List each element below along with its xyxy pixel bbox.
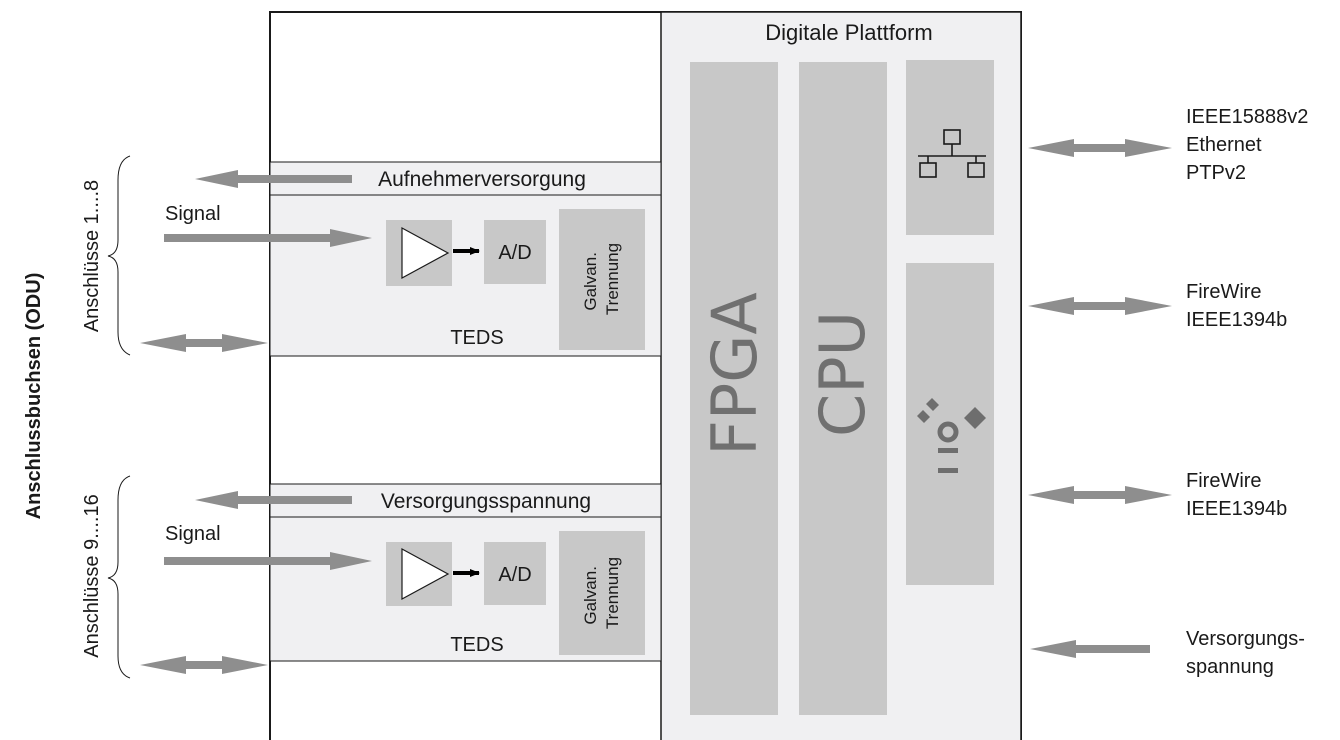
fpga-label: FPGA — [698, 292, 771, 456]
isolation-label: Galvan. Trennung — [581, 243, 622, 315]
isolation-label-line1: Galvan. — [581, 566, 600, 625]
connector-range-label-2: Anschlüsse 9....16 — [81, 494, 103, 657]
isolation-label: Galvan. Trennung — [581, 557, 622, 629]
signal-label: Signal — [165, 523, 221, 545]
ethernet-block — [906, 60, 994, 235]
network-topology-icon — [918, 129, 986, 178]
port-label-firewire-2: FireWire IEEE1394b — [1186, 470, 1287, 520]
firewire2-bidir-arrow — [1028, 486, 1172, 504]
supply-label: Aufnehmerversorgung — [378, 168, 586, 191]
right-port-labels: IEEE15888v2 Ethernet PTPv2 FireWire IEEE… — [1186, 106, 1314, 678]
port-label-supply: Versorgungs- spannung — [1186, 628, 1311, 678]
firewire-icon — [917, 398, 986, 473]
amplifier-triangle-icon — [401, 547, 450, 601]
connector-range-label-1: Anschlüsse 1....8 — [81, 180, 103, 332]
amplifier-triangle-icon — [401, 226, 450, 280]
isolation-block — [559, 531, 645, 655]
fpga-block — [690, 62, 778, 715]
channel-group-2: Versorgungsspannung A/D Galvan. Trennung… — [165, 483, 662, 662]
port-label-firewire-1: FireWire IEEE1394b — [1186, 281, 1287, 331]
teds-label: TEDS — [450, 327, 503, 349]
digital-platform-title: Digitale Plattform — [765, 20, 933, 45]
ad-block — [484, 220, 546, 284]
channel-group-1: Aufnehmerversorgung A/D Galvan. Trennung… — [165, 161, 662, 357]
ethernet-bidir-arrow — [1028, 139, 1172, 157]
arrows — [140, 139, 1172, 674]
supply-out-arrow — [195, 491, 352, 509]
firewire1-bidir-arrow — [1028, 297, 1172, 315]
ad-label: A/D — [498, 242, 531, 264]
digital-platform: Digitale Plattform FPGA CPU — [660, 11, 1022, 740]
teds-bidir-arrow — [140, 656, 268, 674]
teds-label: TEDS — [450, 634, 503, 656]
isolation-label-line2: Trennung — [603, 243, 622, 315]
cpu-label: CPU — [806, 311, 879, 437]
signal-in-arrow — [164, 229, 372, 247]
supply-out-arrow — [195, 170, 352, 188]
signal-in-arrow — [164, 552, 372, 570]
brace-icon — [107, 155, 131, 356]
ad-block — [484, 542, 546, 605]
supply-label: Versorgungsspannung — [381, 490, 591, 513]
isolation-label-line1: Galvan. — [581, 252, 600, 311]
connector-group-label: Anschlussbuchsen (ODU) — [23, 273, 45, 520]
cpu-block — [799, 62, 887, 715]
supply-in-arrow — [1030, 640, 1150, 658]
ad-label: A/D — [498, 564, 531, 586]
isolation-label-line2: Trennung — [603, 557, 622, 629]
brace-icon — [107, 475, 131, 679]
port-label-ethernet: IEEE15888v2 Ethernet PTPv2 — [1186, 106, 1314, 184]
signal-label: Signal — [165, 203, 221, 225]
teds-bidir-arrow — [140, 334, 268, 352]
isolation-block — [559, 209, 645, 350]
